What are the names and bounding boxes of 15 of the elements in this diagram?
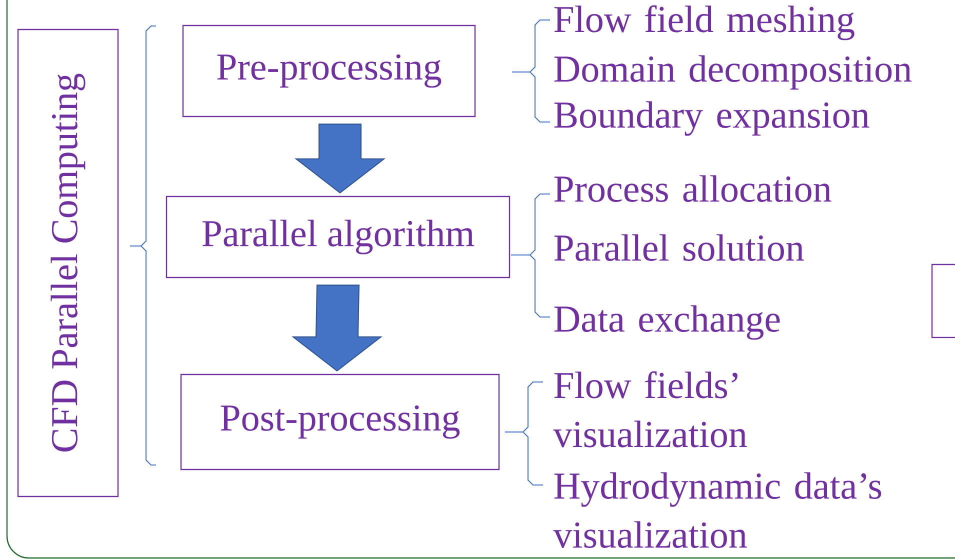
sub-item: Boundary expansion — [554, 101, 870, 136]
sub-item: Flow fields’ visualization — [553, 371, 747, 448]
sub-item: Domain decomposition — [554, 55, 912, 90]
empty-box — [931, 264, 955, 338]
sub-item: Process allocation — [554, 175, 832, 202]
block-arrow — [294, 124, 386, 194]
process-box: Post-processing — [180, 374, 500, 470]
process-box: Pre-processing — [182, 24, 476, 118]
sub-item: Data exchange — [554, 305, 780, 340]
sub-item: Hydrodynamic data’s visualization — [553, 472, 882, 548]
title-box: CFD Parallel Computing — [17, 28, 119, 498]
sub-item: Parallel solution — [554, 234, 804, 261]
sub-item: Flow field meshing — [554, 5, 854, 40]
process-box: Parallel algorithm — [166, 196, 510, 278]
block-arrow — [292, 284, 382, 372]
